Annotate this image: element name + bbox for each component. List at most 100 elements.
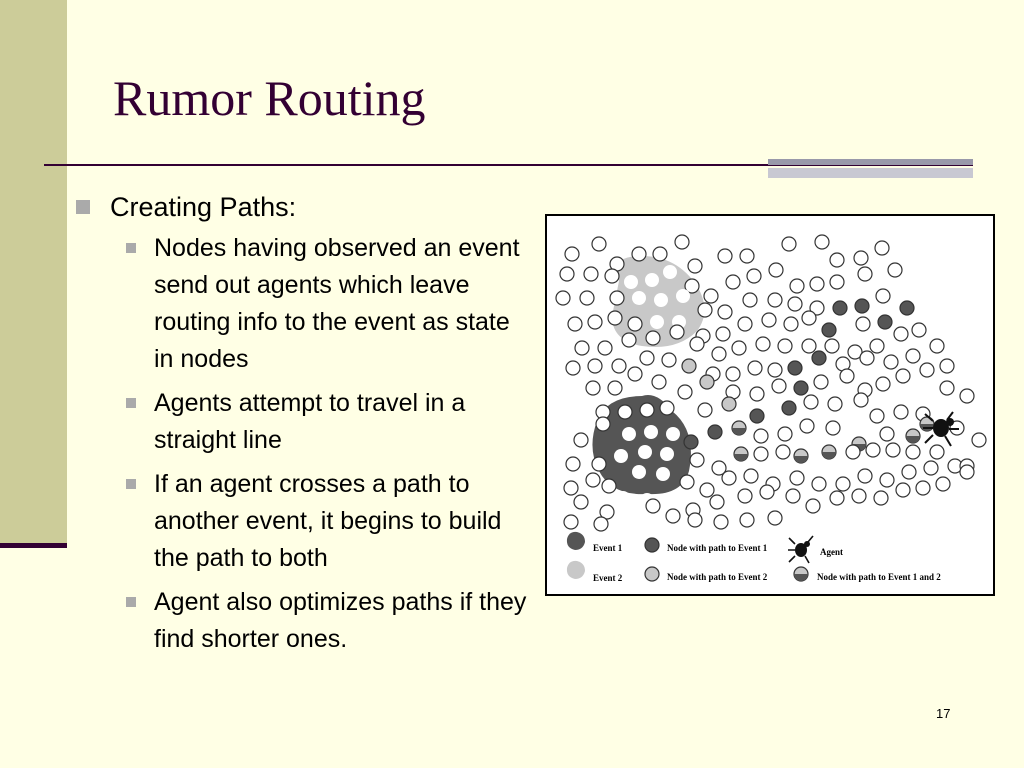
- sensor-node: [587, 314, 603, 330]
- sensor-node: [595, 416, 611, 432]
- agent-icon: [923, 411, 959, 447]
- node-path-event1: [787, 360, 803, 376]
- sensor-node: [851, 488, 867, 504]
- left-decor-bar: [0, 0, 67, 545]
- sensor-node: [767, 510, 783, 526]
- sensor-node: [651, 374, 667, 390]
- sensor-node: [803, 394, 819, 410]
- sensor-node: [777, 338, 793, 354]
- node-path-event1: [811, 350, 827, 366]
- sensor-node: [652, 246, 668, 262]
- sensor-node: [857, 266, 873, 282]
- sensor-node: [959, 388, 975, 404]
- sensor-node: [835, 476, 851, 492]
- sensor-node: [959, 464, 975, 480]
- sensor-node: [939, 358, 955, 374]
- sensor-node: [895, 368, 911, 384]
- sensor-node: [869, 408, 885, 424]
- sensor-node: [775, 444, 791, 460]
- node-path-event2: [699, 374, 715, 390]
- node-path-both-half: [906, 436, 920, 443]
- sensor-node: [624, 275, 638, 289]
- sensor-node: [574, 340, 590, 356]
- sensor-node: [859, 350, 875, 366]
- page-number: 17: [936, 706, 951, 721]
- sensor-node: [759, 484, 775, 500]
- sensor-node: [883, 354, 899, 370]
- sensor-node: [777, 426, 793, 442]
- legend-agent-label: Agent: [820, 547, 843, 557]
- sensor-node: [660, 447, 674, 461]
- sensor-node: [687, 258, 703, 274]
- node-group: [555, 234, 987, 532]
- sensor-node: [661, 352, 677, 368]
- sensor-node: [607, 310, 623, 326]
- sensor-node: [887, 262, 903, 278]
- sensor-node: [650, 315, 664, 329]
- sensor-node: [771, 378, 787, 394]
- rumor-routing-figure: Event 1 Event 2 Node with path to Event …: [545, 214, 995, 596]
- sensor-node: [687, 512, 703, 528]
- node-path-event1: [854, 298, 870, 314]
- sensor-node: [824, 338, 840, 354]
- sensor-node: [747, 360, 763, 376]
- sensor-node: [591, 456, 607, 472]
- sensor-node: [587, 358, 603, 374]
- node-path-event1: [821, 322, 837, 338]
- sensor-node: [709, 494, 725, 510]
- sensor-node: [585, 472, 601, 488]
- left-decor-line: [0, 543, 67, 548]
- node-path-event2: [721, 396, 737, 412]
- sensor-node: [715, 326, 731, 342]
- sensor-node: [583, 266, 599, 282]
- sensor-node: [565, 360, 581, 376]
- node-path-event1: [707, 424, 723, 440]
- sensor-node: [893, 404, 909, 420]
- sensor-node: [875, 288, 891, 304]
- sensor-node: [611, 358, 627, 374]
- sensor-node: [689, 336, 705, 352]
- sensor-node: [607, 380, 623, 396]
- sensor-node: [645, 273, 659, 287]
- sensor-node: [579, 290, 595, 306]
- sensor-node: [874, 240, 890, 256]
- sub-bullet: Nodes having observed an event send out …: [76, 230, 536, 378]
- sensor-node: [783, 316, 799, 332]
- sensor-node: [601, 478, 617, 494]
- sensor-node: [656, 467, 670, 481]
- legend-event2-label: Event 2: [593, 573, 623, 583]
- sensor-node: [905, 348, 921, 364]
- sensor-node: [809, 276, 825, 292]
- sensor-node: [676, 289, 690, 303]
- sensor-node: [869, 338, 885, 354]
- sensor-node: [885, 442, 901, 458]
- node-path-event1: [781, 400, 797, 416]
- sensor-node: [731, 340, 747, 356]
- sensor-node: [785, 488, 801, 504]
- sensor-node: [814, 234, 830, 250]
- sensor-node: [749, 386, 765, 402]
- sensor-node: [659, 400, 675, 416]
- sensor-node: [787, 296, 803, 312]
- sensor-node: [591, 236, 607, 252]
- legend-path2-node: [644, 566, 660, 582]
- sensor-node: [789, 470, 805, 486]
- sensor-node: [689, 452, 705, 468]
- sensor-node: [767, 362, 783, 378]
- sensor-node: [679, 474, 695, 490]
- sensor-node: [627, 316, 643, 332]
- sensor-node: [813, 374, 829, 390]
- sensor-node: [875, 376, 891, 392]
- sensor-node: [703, 288, 719, 304]
- sensor-node: [573, 432, 589, 448]
- sensor-node: [781, 236, 797, 252]
- network-diagram: Event 1 Event 2 Node with path to Event …: [555, 234, 987, 583]
- sensor-node: [801, 338, 817, 354]
- legend-path1-node: [644, 537, 660, 553]
- sensor-node: [721, 470, 737, 486]
- sensor-node: [669, 324, 685, 340]
- legend-path1-label: Node with path to Event 1: [667, 543, 768, 553]
- sensor-node: [645, 498, 661, 514]
- bullet-list: Creating Paths: Nodes having observed an…: [76, 190, 536, 665]
- sensor-node: [711, 346, 727, 362]
